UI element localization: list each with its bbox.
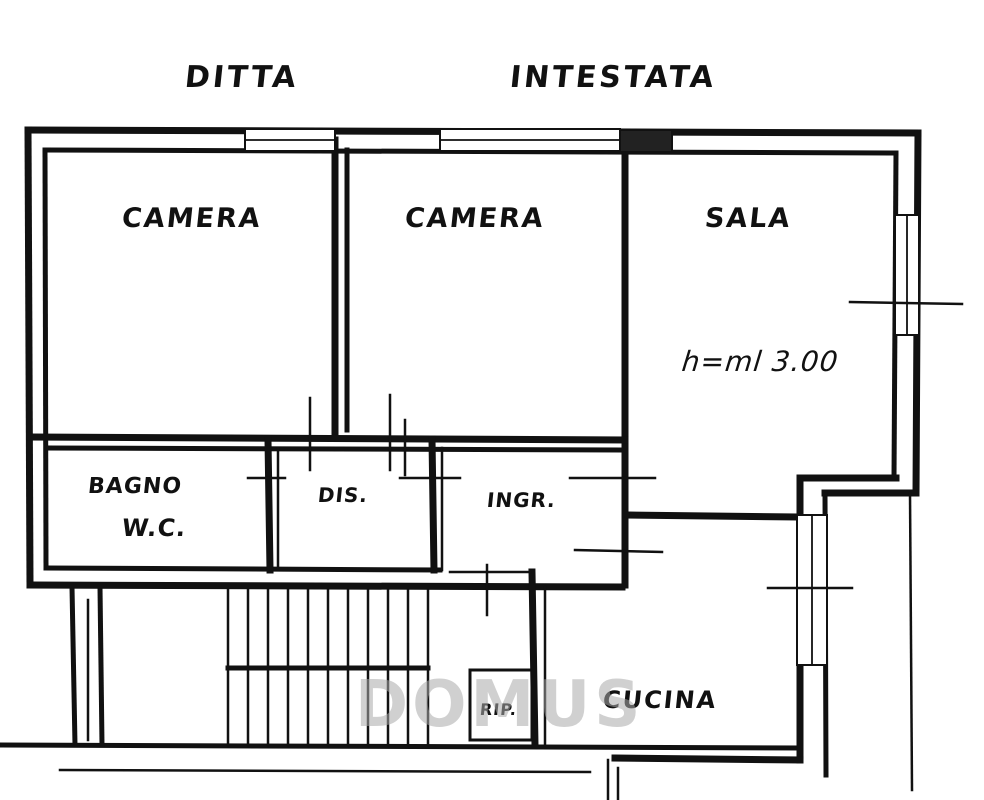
- room-label-camera-1: CAMERA: [120, 203, 264, 234]
- room-label-ingr: INGR.: [485, 488, 558, 512]
- room-label-wc: W.C.: [120, 514, 188, 542]
- windows: [244, 128, 920, 666]
- header-intestata: INTESTATA: [508, 60, 719, 95]
- room-height-note: h=ml 3.00: [680, 345, 841, 378]
- staircase: [69, 584, 534, 748]
- interior-walls: [26, 136, 799, 749]
- room-label-sala: SALA: [703, 203, 794, 234]
- watermark-logo: DOMUS: [355, 668, 645, 742]
- room-label-camera-2: CAMERA: [403, 203, 547, 234]
- room-label-bagno: BAGNO: [86, 474, 184, 499]
- room-label-dis: DIS.: [316, 483, 370, 507]
- header-ditta: DITTA: [183, 60, 301, 95]
- door-marks: [246, 300, 964, 617]
